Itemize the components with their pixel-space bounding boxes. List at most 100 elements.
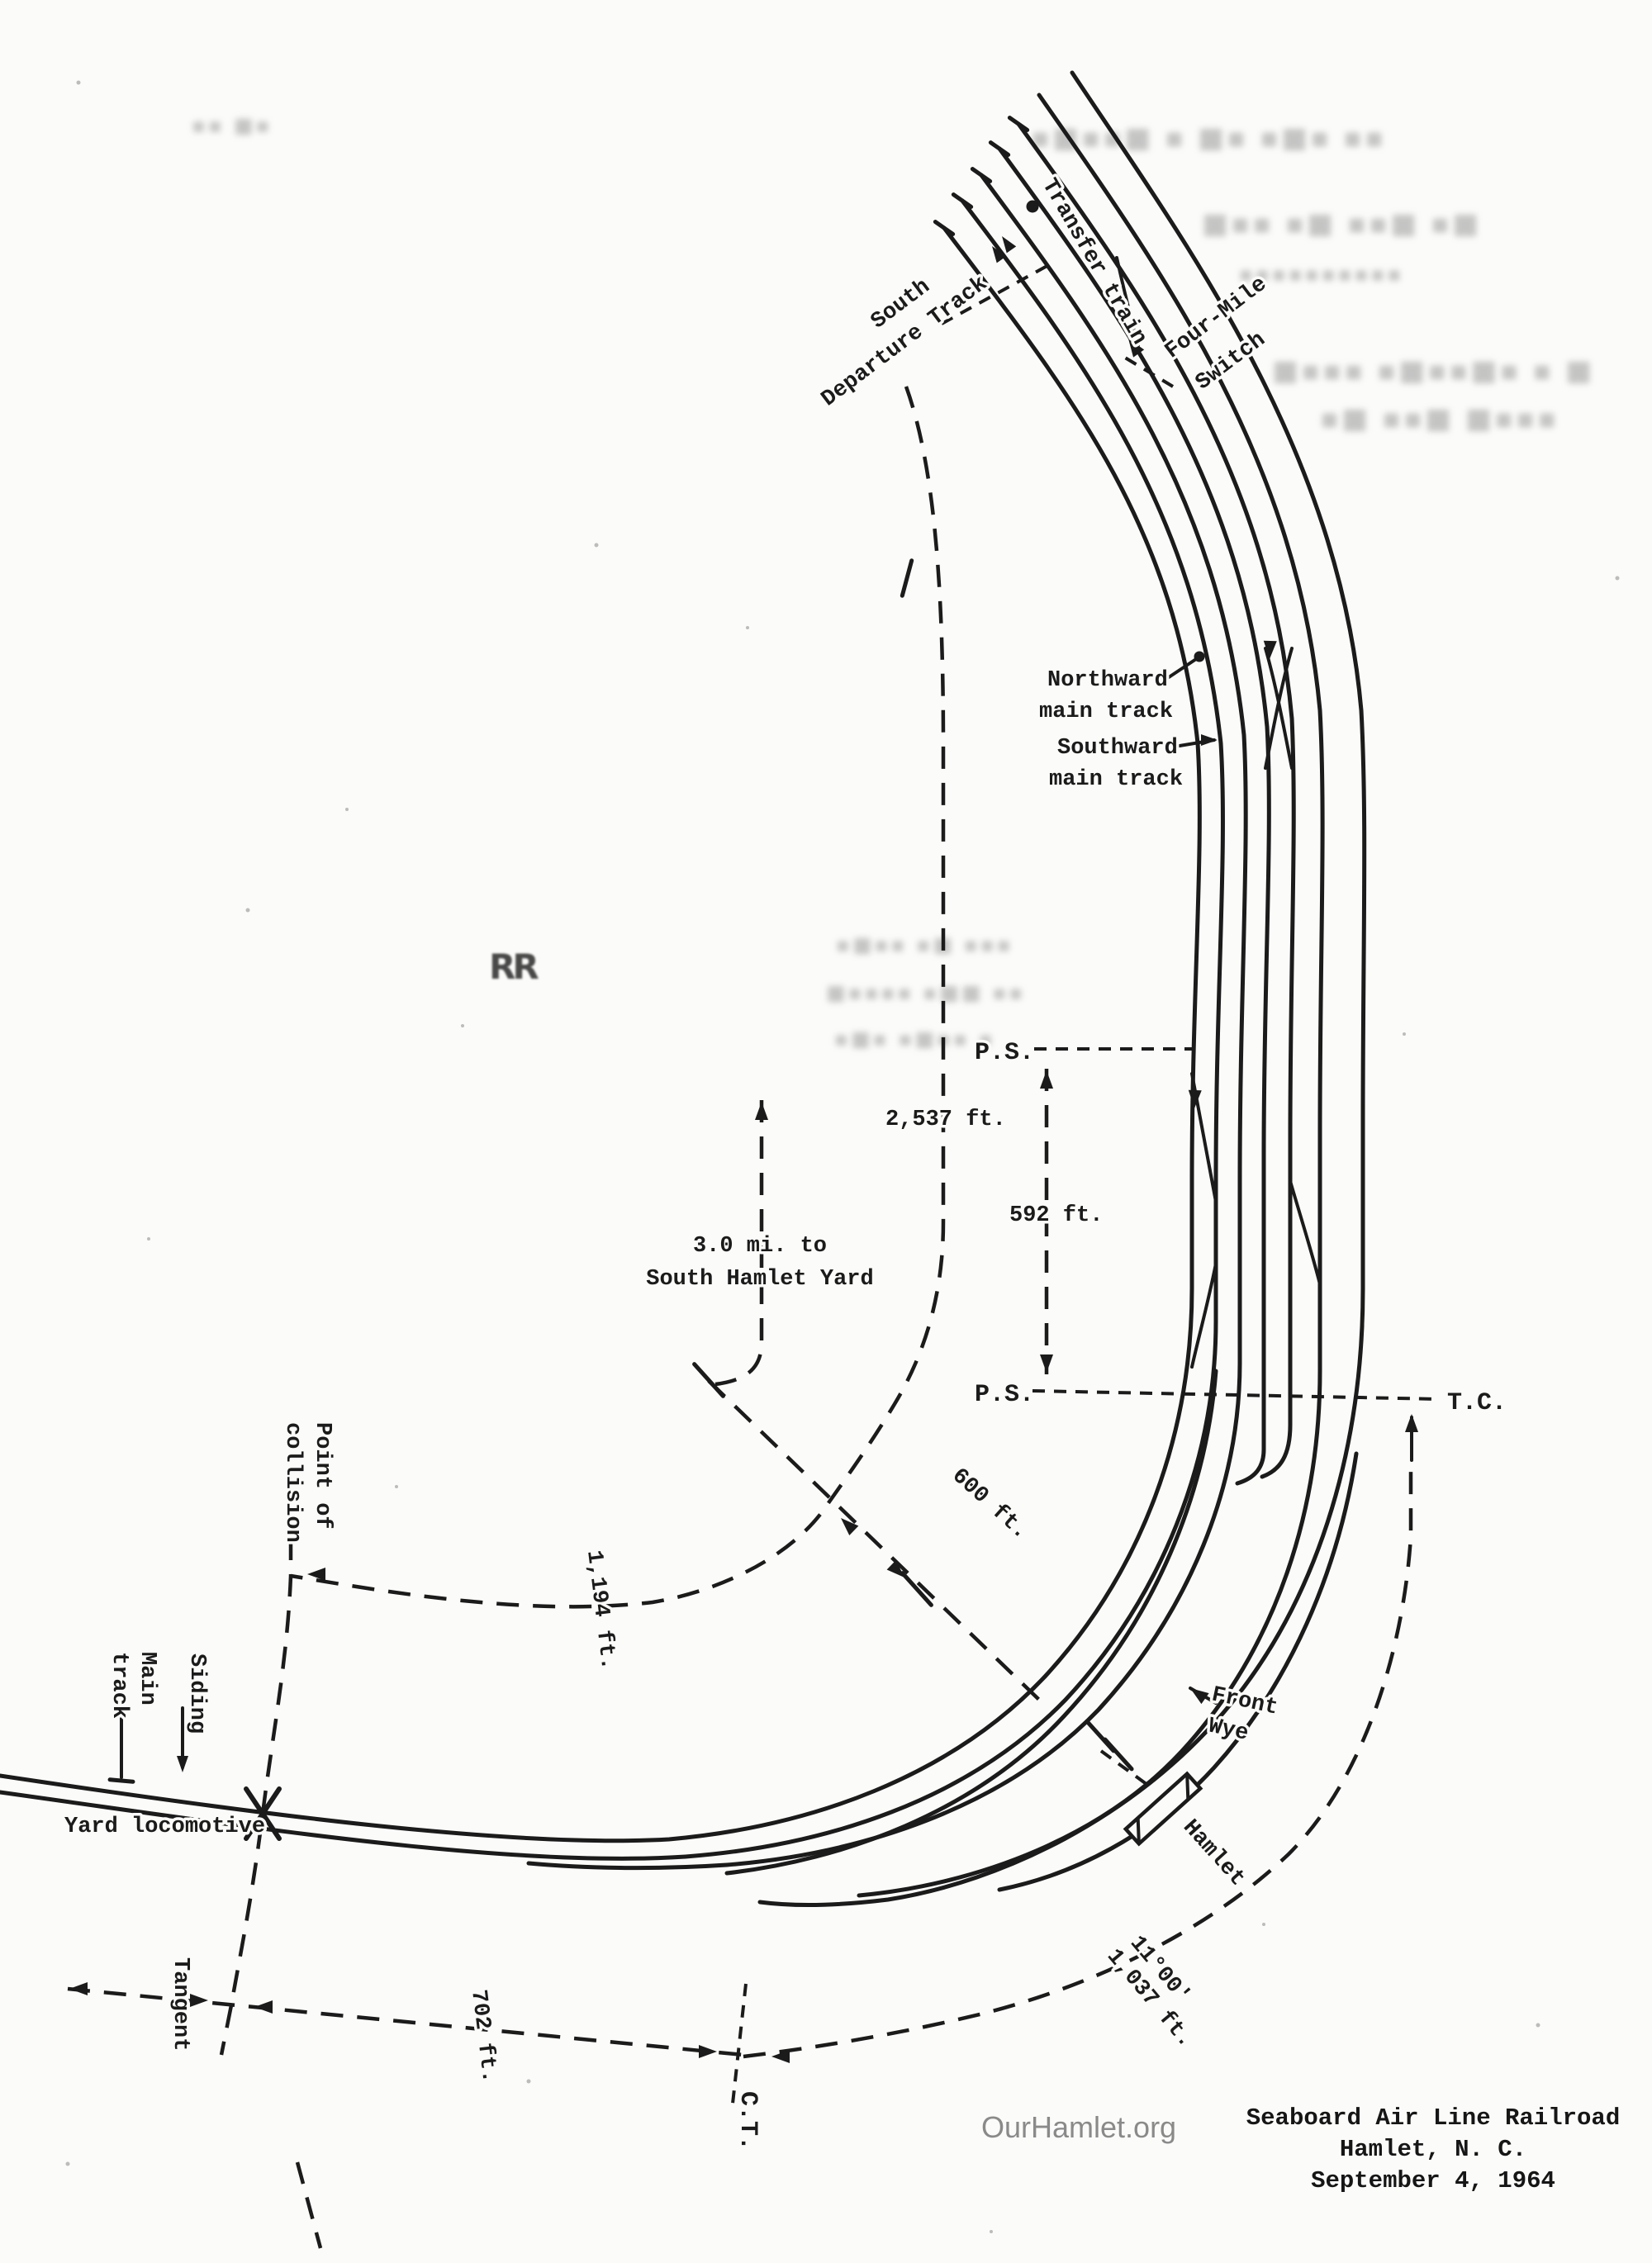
label-yard-locomotive: Yard locomotive: [64, 1815, 265, 1839]
arrow-four-mile-switch: [1128, 339, 1145, 358]
label-ps-upper: P.S.: [975, 1039, 1034, 1067]
tangent-line: [67, 1986, 744, 2057]
track-northward-main: [0, 225, 1202, 1843]
watermark: OurHamlet.org: [981, 2110, 1176, 2144]
ghost-row: ▪■▪▪■ ▪ ■▪ ▪■▪ ▪▪: [1031, 121, 1386, 154]
bleedthrough-ghost-text: ▪■▪▪■ ▪ ■▪ ▪■▪ ▪▪ ■▪▪ ▪■ ▪▪■ ▪■ ▪▪▪▪▪▪▪▪…: [192, 113, 1594, 1051]
paper-specks: [65, 80, 1620, 2233]
title-line-2: Hamlet, N. C.: [1340, 2136, 1526, 2163]
track-yard-stub-5: [1016, 121, 1296, 1479]
label-main-track-1: Main: [135, 1652, 159, 1706]
tick-alignment-top: [900, 558, 914, 598]
turnout-left-branch: [1190, 1262, 1218, 1369]
label-tangent: Tangent: [168, 1957, 192, 2051]
arrow-600-upper: [841, 1518, 859, 1536]
label-northward-2: main track: [1039, 700, 1173, 724]
arrow-front-wye: [1190, 1688, 1209, 1705]
tick-track-end-4: [988, 140, 1011, 157]
arrow-ct-right: [771, 2050, 790, 2063]
ghost-row: ▪■▪▪ ▪■ ▪▪▪: [836, 932, 1014, 956]
label-siding: Siding: [184, 1653, 209, 1734]
arrow-siding-leader: [177, 1756, 188, 1772]
track-front-wye-curve: [997, 1451, 1359, 1892]
label-front-wye-2: Wye: [1206, 1714, 1251, 1746]
label-main-track-2: track: [107, 1652, 131, 1719]
arrow-track-down-2: [1263, 640, 1277, 659]
dot-northward-leader: [1194, 651, 1205, 662]
arrow-up-south-yard: [755, 1102, 768, 1120]
track-outer-main: [757, 70, 1367, 1907]
tick-track-end-1: [933, 220, 956, 236]
tick-track-end-2: [951, 192, 974, 209]
ghost-row: ■▪▪▪▪ ▪■■ ▪▪: [826, 980, 1025, 1004]
arrow-southward-leader: [1201, 734, 1218, 746]
label-ct: C.T.: [733, 2091, 762, 2151]
ghost-row: ▪■ ▪▪■ ■▪▪▪: [1320, 402, 1559, 435]
hamlet-leader: [1099, 1749, 1155, 1791]
label-southward-1: Southward: [1057, 736, 1178, 761]
track-southward-main: [0, 198, 1225, 1861]
turnout-right: [1289, 1179, 1322, 1286]
stray-segment: [295, 2161, 323, 2249]
label-tc: T.C.: [1447, 1389, 1507, 1417]
label-1194: 1,194 ft.: [581, 1549, 620, 1671]
label-yard-note-1: 3.0 mi. to: [693, 1234, 827, 1259]
tick-clearance-2: [1103, 1737, 1134, 1772]
arrow-track-down-1: [1188, 1089, 1202, 1108]
arrow-592-bottom: [1040, 1354, 1053, 1373]
point-of-collision-line: [219, 1538, 293, 2056]
ghost-row: ■▪▪▪ ▪■▪▪■▪ ▪ ■: [1272, 354, 1594, 387]
label-poc-2: collision: [280, 1422, 305, 1543]
arrow-tangent-end: [69, 1982, 88, 1995]
six-hundred-ft-line: [707, 1379, 1041, 1701]
label-poc-1: Point of: [310, 1422, 335, 1530]
dot-transfer-train: [1026, 200, 1039, 213]
arrow-702-left: [190, 1994, 208, 2007]
arrow-702-leftcross: [254, 2000, 273, 2014]
crossover-upper: [1264, 647, 1294, 770]
measurement-ticks: [107, 116, 1134, 1784]
tick-track-end-5: [1007, 116, 1030, 132]
label-yard-note-2: South Hamlet Yard: [646, 1267, 873, 1292]
ghost-row: ▪▪ ■▪: [192, 113, 272, 137]
tick-main-track-leader: [107, 1777, 135, 1784]
arrow-1194-left: [307, 1568, 325, 1581]
construction-lines: [67, 261, 1440, 2249]
arrow-600-lower: [886, 1559, 904, 1577]
ghost-row: ▪■▪ ▪■▪▪ ▪: [834, 1027, 995, 1051]
tick-track-end-3: [970, 167, 993, 183]
ink-smudge: RR: [489, 946, 539, 987]
tick-600-end: [900, 1571, 933, 1607]
crossover-upper-2: [1264, 647, 1294, 770]
crossover-left: [1190, 1072, 1218, 1203]
ps-lower-tc-line: [1032, 1389, 1440, 1401]
track-yard-lead-curve: [724, 1369, 1218, 1876]
ghost-row: ▪▪▪▪▪▪▪▪▪▪: [1239, 262, 1403, 286]
arrow-track-top-2: [992, 246, 1007, 263]
south-yard-line: [714, 1100, 764, 1387]
title-block: Seaboard Air Line Railroad Hamlet, N. C.…: [1246, 2104, 1620, 2194]
label-2537: 2,537 ft.: [885, 1108, 1006, 1132]
ghost-row: ■▪▪ ▪■ ▪▪■ ▪■: [1202, 207, 1481, 240]
label-northward-1: Northward: [1047, 668, 1168, 693]
label-600: 600 ft.: [947, 1464, 1032, 1544]
four-mile-switch-connector: [1115, 256, 1140, 347]
four-mile-leader: [1119, 353, 1175, 388]
arrow-tc-up: [1405, 1414, 1418, 1432]
alignment-dashed-curve: [290, 386, 946, 1609]
curve-arc: [743, 1460, 1413, 2059]
arrows: [69, 200, 1418, 2063]
track-yard-line-3: [526, 173, 1248, 1871]
hamlet-station-symbol: [1123, 1771, 1203, 1847]
title-line-1: Seaboard Air Line Railroad: [1246, 2104, 1620, 2132]
northward-leader: [1165, 657, 1198, 681]
title-line-3: September 4, 1964: [1311, 2167, 1555, 2194]
arrow-track-top-1: [1002, 236, 1017, 254]
label-southward-2: main track: [1049, 767, 1183, 792]
label-hamlet: Hamlet: [1177, 1815, 1249, 1891]
label-702: 702 ft.: [465, 1988, 501, 2084]
collision-x-mark: [244, 1786, 282, 1841]
label-ps-lower: P.S.: [975, 1381, 1034, 1409]
